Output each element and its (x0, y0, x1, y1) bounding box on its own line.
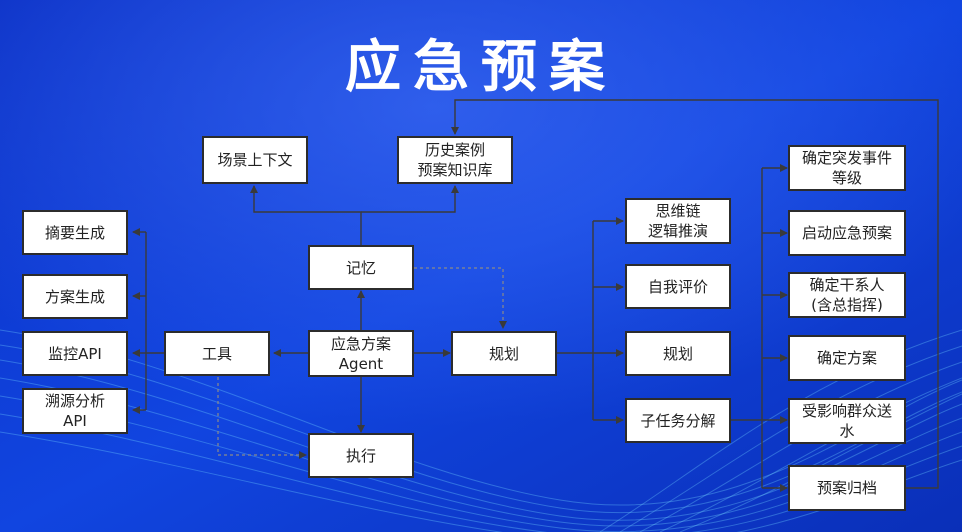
confirm-level-box: 确定突发事件 等级 (788, 145, 906, 191)
agent-box: 应急方案 Agent (308, 330, 414, 377)
subtask-box: 子任务分解 (625, 398, 731, 443)
monitor-api-box: 监控API (22, 331, 128, 376)
history-cases-box: 历史案例 预案知识库 (397, 136, 513, 184)
execute-box: 执行 (308, 433, 414, 478)
confirm-solution-box: 确定方案 (788, 335, 906, 381)
trace-api-box: 溯源分析 API (22, 388, 128, 434)
archive-box: 预案归档 (788, 465, 906, 511)
chain-of-thought-box: 思维链 逻辑推演 (625, 198, 731, 244)
plan-gen-box: 方案生成 (22, 274, 128, 319)
self-eval-box: 自我评价 (625, 264, 731, 309)
memory-box: 记忆 (308, 245, 414, 290)
start-plan-box: 启动应急预案 (788, 210, 906, 256)
page-title: 应急预案 (345, 35, 617, 100)
confirm-party-box: 确定干系人 (含总指挥) (788, 272, 906, 318)
deliver-water-box: 受影响群众送 水 (788, 398, 906, 444)
tools-box: 工具 (164, 331, 270, 376)
summary-gen-box: 摘要生成 (22, 210, 128, 255)
scene-context-box: 场景上下文 (202, 136, 308, 184)
planning-box: 规划 (451, 331, 557, 376)
planning2-box: 规划 (625, 331, 731, 376)
